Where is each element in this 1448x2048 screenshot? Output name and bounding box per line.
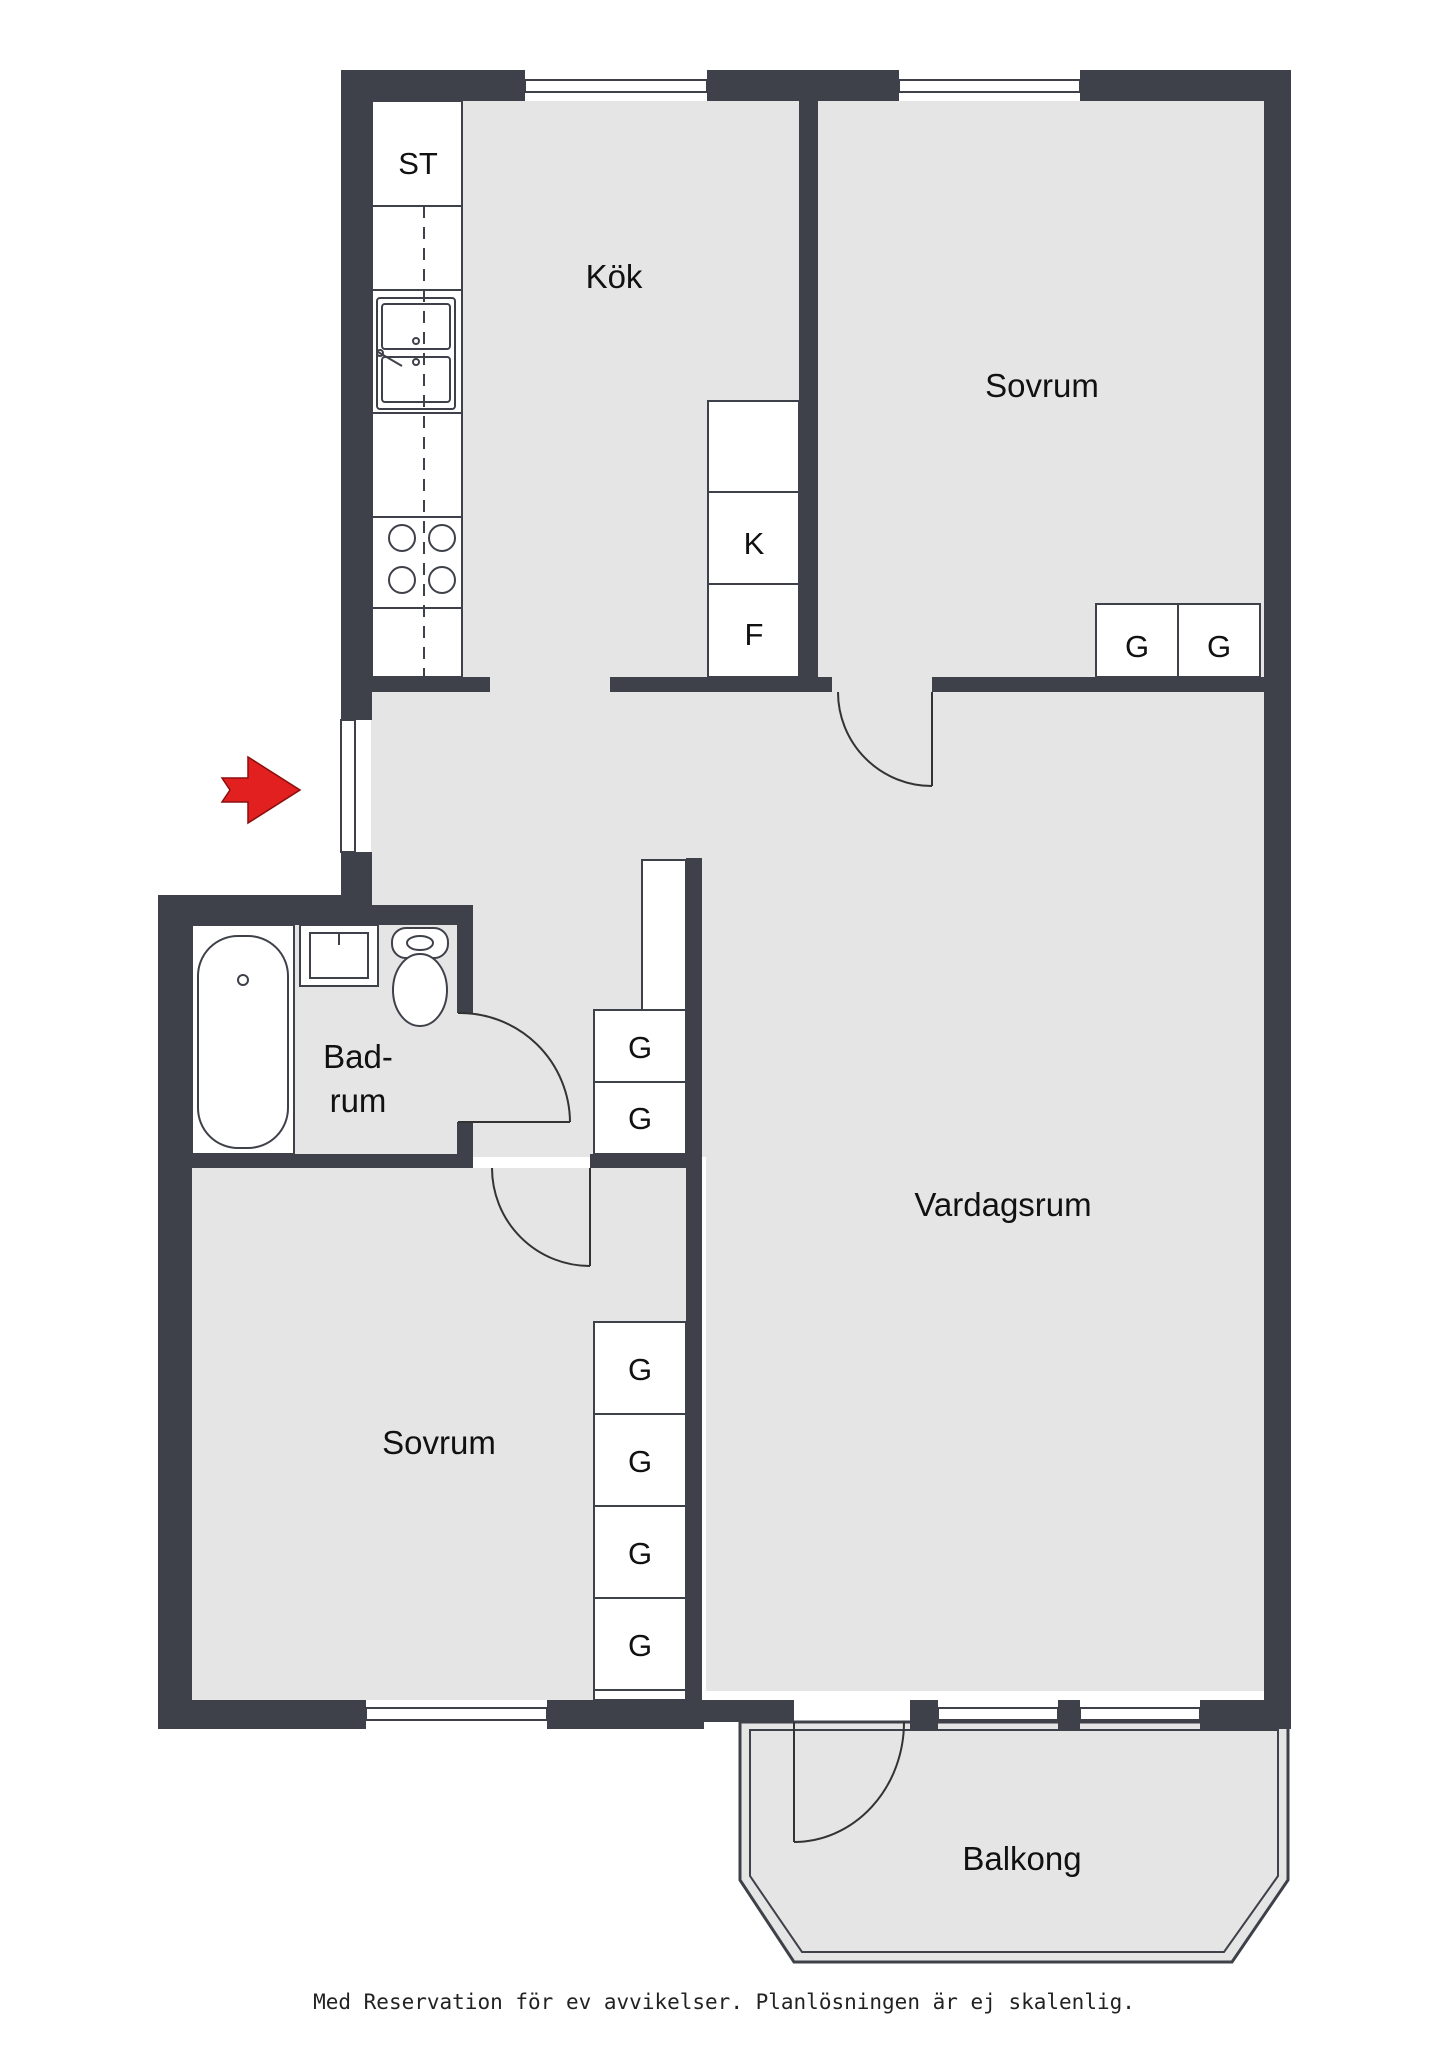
doors — [457, 691, 933, 1843]
fixture-label-wardrobe: G — [628, 1101, 652, 1136]
wardrobe-bedroom-bottom-2 — [593, 1413, 687, 1507]
wardrobe-hall-2 — [593, 1081, 687, 1155]
wall-right — [1264, 70, 1291, 1722]
entrance-arrow-icon — [220, 755, 302, 825]
wall-left-upper — [341, 70, 372, 720]
fixture-label-freezer: F — [745, 617, 764, 652]
fixture-label-wardrobe: G — [628, 1030, 652, 1065]
fixture-label-wardrobe: G — [1207, 629, 1231, 664]
room-label-kitchen: Kök — [586, 258, 643, 295]
window-bedroom-top — [898, 79, 1081, 93]
hall-shelf — [641, 859, 687, 1011]
walls — [158, 70, 1291, 1729]
wardrobes — [593, 603, 1261, 1701]
door-bedroom-bottom — [491, 1167, 591, 1267]
floor-bedroom-top — [818, 101, 1264, 692]
room-label-bedroom-bottom: Sovrum — [382, 1424, 496, 1461]
wardrobe-bedroom-top-2 — [1177, 603, 1261, 678]
windows — [340, 79, 1201, 1721]
window-living-2 — [1079, 1707, 1201, 1721]
door-bedroom-top — [837, 691, 933, 787]
wall-bathroom-top — [158, 895, 372, 925]
floor-living — [706, 692, 1264, 1691]
wall-bottom-left — [158, 1700, 366, 1729]
window-living-1 — [937, 1707, 1059, 1721]
wall-kitchen-bedroom — [799, 101, 818, 691]
front-door-frame — [340, 719, 356, 853]
kitchen-counter — [371, 100, 463, 678]
fixture-label-wardrobe: G — [628, 1444, 652, 1479]
room-label-living-room: Vardagsrum — [914, 1186, 1091, 1223]
washbasin-icon — [299, 924, 379, 987]
window-bedroom-bottom — [365, 1707, 548, 1721]
door-bathroom — [457, 1011, 571, 1123]
disclaimer-note: Med Reservation för ev avvikelser. Planl… — [313, 1990, 1135, 2014]
room-label-bathroom-line2: rum — [330, 1082, 387, 1119]
door-balcony — [793, 1721, 905, 1843]
bathtub-icon — [191, 924, 295, 1155]
room-label-balcony: Balkong — [962, 1840, 1081, 1877]
wall-living-left — [686, 858, 702, 1700]
fixture-label-wardrobe: G — [628, 1352, 652, 1387]
stove-icon — [388, 524, 456, 594]
wall-left-lower — [158, 895, 192, 1729]
fixture-label-wardrobe: G — [628, 1628, 652, 1663]
wardrobe-hall-1 — [593, 1009, 687, 1083]
fixture-label-wardrobe: G — [628, 1536, 652, 1571]
room-label-bathroom-line1: Bad- — [323, 1038, 393, 1075]
fixture-label-storage: ST — [398, 146, 438, 181]
fixture-label-wardrobe: G — [1125, 629, 1149, 664]
window-kitchen — [524, 79, 708, 93]
sink-icon — [376, 297, 456, 410]
fixture-label-fridge: K — [744, 526, 765, 561]
toilet-icon — [391, 927, 449, 1027]
fridge-freezer-unit — [707, 400, 800, 678]
room-label-bedroom-top: Sovrum — [985, 367, 1099, 404]
